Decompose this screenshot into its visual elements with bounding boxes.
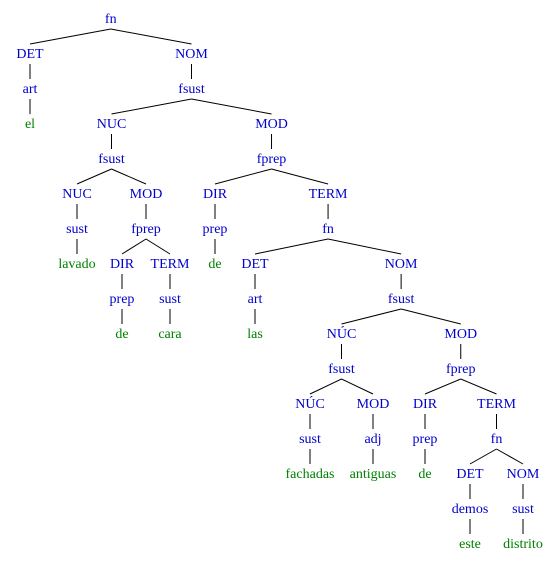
node-nuc: NUC [62, 187, 92, 202]
tree-edge [214, 168, 272, 185]
tree-edge [110, 28, 192, 45]
word-antiguas: antiguas [350, 467, 397, 482]
tree-edge [341, 308, 402, 325]
word-distrito: distrito [503, 537, 543, 552]
node-fn: fn [322, 222, 334, 237]
node-mod: MOD [255, 117, 288, 132]
node-fsust: fsust [388, 292, 415, 307]
node-fsust: fsust [178, 82, 205, 97]
node-det: DET [241, 257, 269, 272]
tree-edge [121, 238, 147, 255]
node-term: TERM [477, 397, 516, 412]
node-term: TERM [151, 257, 190, 272]
tree-edge [341, 378, 374, 395]
word-lavado: lavado [58, 257, 95, 272]
node-adj: adj [364, 432, 381, 447]
tree-edge [191, 98, 272, 115]
node-sust: sust [299, 432, 321, 447]
tree-edges [29, 28, 524, 534]
node-nom: NOM [507, 467, 540, 482]
tree-edge [327, 238, 402, 255]
node-fsust: fsust [98, 152, 125, 167]
node-sust: sust [512, 502, 534, 517]
tree-edge [401, 308, 461, 325]
node-nuc: NÚC [295, 395, 325, 412]
tree-edge [145, 238, 171, 255]
node-mod: MOD [444, 327, 477, 342]
word-de: de [418, 467, 431, 482]
node-fprep: fprep [446, 362, 476, 377]
node-term: TERM [309, 187, 348, 202]
tree-edge [309, 378, 342, 395]
node-dir: DIR [413, 397, 438, 412]
node-fsust: fsust [328, 362, 355, 377]
tree-edge [271, 168, 329, 185]
word-de: de [115, 327, 128, 342]
tree-edge [496, 448, 524, 465]
node-art: art [248, 292, 263, 307]
node-mod: MOD [130, 187, 163, 202]
tree-edge [111, 168, 147, 185]
word-de: de [208, 257, 221, 272]
tree-labels: fnDETartelNOMfsustNUCfsustNUCsustlavadoM… [16, 12, 542, 552]
word-las: las [247, 327, 263, 342]
tree-edge [29, 28, 111, 45]
word-el: el [25, 117, 35, 132]
node-demos: demos [452, 502, 489, 517]
node-nuc: NÚC [327, 325, 357, 342]
tree-edge [469, 448, 497, 465]
tree-edge [424, 378, 461, 395]
node-nom: NOM [175, 47, 208, 62]
word-este: este [459, 537, 481, 552]
node-fn: fn [491, 432, 503, 447]
node-dir: DIR [110, 257, 135, 272]
tree-edge [111, 98, 192, 115]
node-art: art [23, 82, 38, 97]
node-nom: NOM [385, 257, 418, 272]
node-fprep: fprep [257, 152, 287, 167]
node-det: DET [16, 47, 44, 62]
node-prep: prep [413, 432, 438, 447]
word-cara: cara [158, 327, 182, 342]
node-dir: DIR [203, 187, 228, 202]
node-fprep: fprep [131, 222, 161, 237]
node-sust: sust [66, 222, 88, 237]
node-fn: fn [105, 12, 117, 27]
node-det: DET [456, 467, 484, 482]
tree-edge [76, 168, 112, 185]
tree-edge [254, 238, 329, 255]
node-prep: prep [110, 292, 135, 307]
node-prep: prep [203, 222, 228, 237]
node-sust: sust [159, 292, 181, 307]
node-mod: MOD [357, 397, 390, 412]
node-nuc: NUC [97, 117, 127, 132]
tree-edge [460, 378, 497, 395]
word-fachadas: fachadas [286, 467, 335, 482]
